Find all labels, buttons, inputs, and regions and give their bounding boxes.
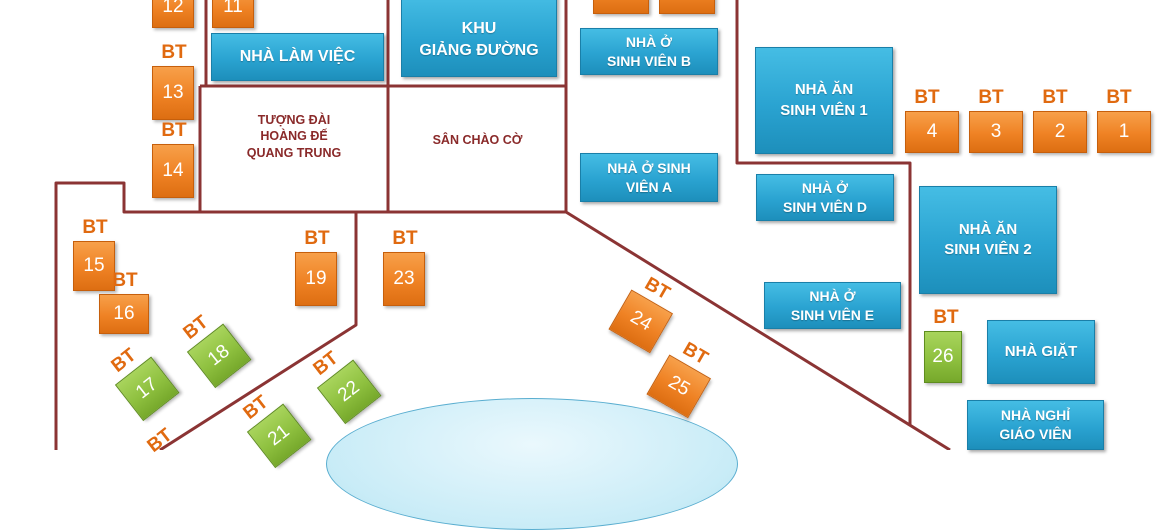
villa-box <box>593 0 649 14</box>
building-nha-lam-viec[interactable]: NHÀ LÀM VIỆC <box>211 33 384 81</box>
flag-yard-label: SÂN CHÀO CỜ <box>432 133 523 147</box>
villa-11[interactable]: 11 <box>209 0 259 32</box>
villa-1[interactable]: BT 1 <box>1094 87 1151 157</box>
villa-label: BT <box>304 228 330 249</box>
villa-number: 4 <box>905 111 959 153</box>
building-nha-o-sv-d[interactable]: NHÀ Ở SINH VIÊN D <box>756 174 894 221</box>
villa-label: BT <box>978 87 1004 108</box>
villa-number: 11 <box>212 0 254 28</box>
villa-12[interactable]: 12 <box>149 0 199 32</box>
villa-label: BT <box>1042 87 1068 108</box>
villa-15[interactable]: BT 15 <box>70 217 120 291</box>
villa-3[interactable]: BT 3 <box>966 87 1023 157</box>
building-nha-o-sv-e[interactable]: NHÀ Ở SINH VIÊN E <box>764 282 901 329</box>
villa-16[interactable]: BT 16 <box>96 270 149 340</box>
villa-label: BT <box>392 228 418 249</box>
villa-13[interactable]: BT 13 <box>149 42 199 120</box>
villa-number: 19 <box>295 252 337 306</box>
villa-number: 14 <box>152 144 194 198</box>
villa-number: 2 <box>1033 111 1087 153</box>
villa-label: BT <box>82 217 108 238</box>
villa-14[interactable]: BT 14 <box>149 120 199 198</box>
villa-label: BT <box>112 270 138 291</box>
villa-number: 3 <box>969 111 1023 153</box>
villa-label: BT <box>161 42 187 63</box>
building-nha-o-sv-b[interactable]: NHÀ Ở SINH VIÊN B <box>580 28 718 75</box>
campus-boundary-lines <box>54 0 951 450</box>
villa-number: 16 <box>99 294 149 334</box>
villa-19[interactable]: BT 19 <box>292 228 342 306</box>
villa-number: 23 <box>383 252 425 306</box>
villa-top-a[interactable] <box>590 0 649 18</box>
villa-number: 26 <box>924 331 962 383</box>
villa-2[interactable]: BT 2 <box>1030 87 1087 157</box>
building-nha-o-sv-a[interactable]: NHÀ Ở SINH VIÊN A <box>580 153 718 202</box>
villa-label: BT <box>933 307 959 328</box>
villa-number: 12 <box>152 0 194 28</box>
villa-box <box>659 0 715 14</box>
monument-zone-label: TƯỢNG ĐÀI HOÀNG ĐẾ QUANG TRUNG <box>246 113 342 160</box>
villa-label: BT <box>914 87 940 108</box>
villa-number: 1 <box>1097 111 1151 153</box>
lake <box>326 398 738 530</box>
building-nha-nghi-gv[interactable]: NHÀ NGHỈ GIÁO VIÊN <box>967 400 1104 450</box>
building-nha-an-sv-1[interactable]: NHÀ ĂN SINH VIÊN 1 <box>755 47 893 154</box>
villa-number: 15 <box>73 241 115 291</box>
villa-label: BT <box>161 120 187 141</box>
building-nha-an-sv-2[interactable]: NHÀ ĂN SINH VIÊN 2 <box>919 186 1057 294</box>
villa-23[interactable]: BT 23 <box>380 228 430 306</box>
building-khu-giang-duong[interactable]: KHU GIẢNG ĐƯỜNG <box>401 0 557 77</box>
villa-number: 13 <box>152 66 194 120</box>
villa-4[interactable]: BT 4 <box>902 87 959 157</box>
villa-26[interactable]: BT 26 <box>921 307 971 383</box>
building-nha-giat[interactable]: NHÀ GIẶT <box>987 320 1095 384</box>
villa-label: BT <box>1106 87 1132 108</box>
villa-top-b[interactable] <box>656 0 715 18</box>
